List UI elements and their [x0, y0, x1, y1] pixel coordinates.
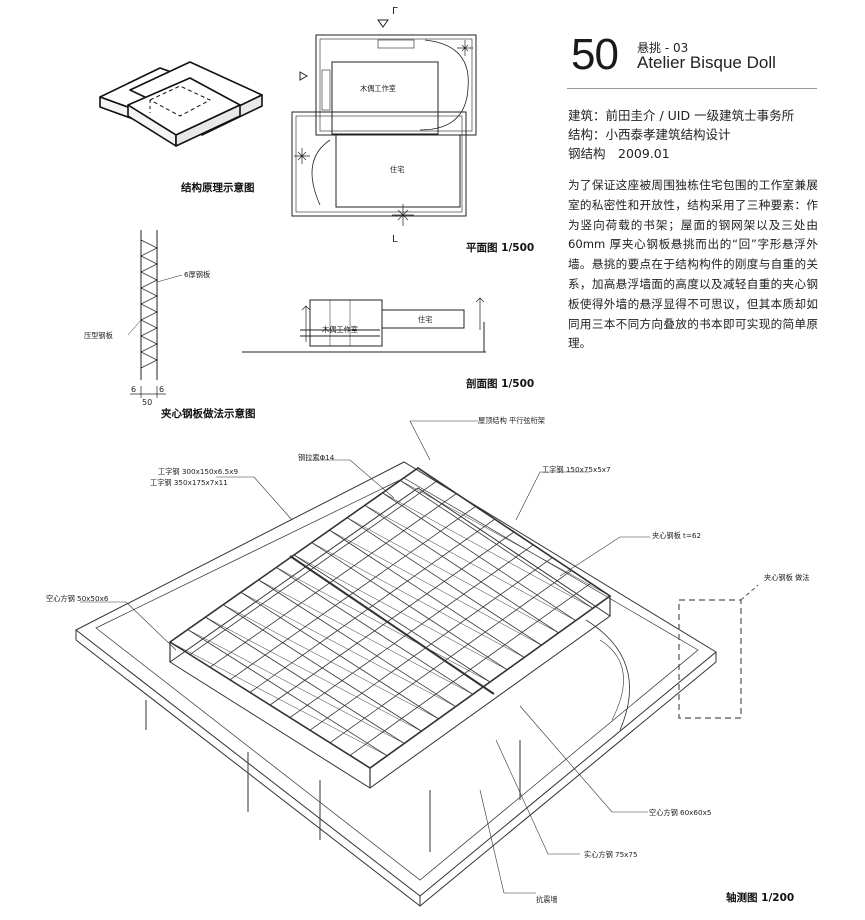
caption-plan: 平面图 1/500: [466, 242, 535, 254]
brace-member: [240, 592, 456, 707]
brace-member: [223, 604, 439, 720]
truss-chord: [349, 582, 592, 756]
axon-drawing: [75, 461, 717, 907]
caption-axon: 轴测图 1/200: [726, 892, 795, 904]
brace-member: [205, 616, 422, 732]
panel-detail: [127, 230, 183, 398]
plan-cut-top: Γ: [392, 6, 398, 17]
header-rule: [567, 88, 817, 89]
section-label-house: 住宅: [418, 315, 433, 324]
axon-label-shear-wall: 抗震墙: [536, 895, 558, 904]
meta-material-year: 钢结构 2009.01: [568, 146, 670, 161]
brace-member: [187, 629, 405, 744]
entry-number: 50: [571, 30, 619, 79]
meta-structure: 结构：小西泰孝建筑结构设计: [568, 127, 731, 142]
truss-chord: [249, 518, 496, 693]
plan-label-house: 住宅: [390, 165, 405, 174]
axon-label-i-beam-3: 工字钢 150x75x5x7: [542, 465, 611, 474]
section-drawing: [242, 297, 486, 353]
plan-drawing: [291, 19, 477, 226]
axon-label-sandwich-detail: 夹心钢板 做法: [764, 573, 810, 582]
meta-block: 建筑：前田圭介 / UID 一级建筑士事务所 结构：小西泰孝建筑结构设计 钢结构…: [568, 106, 794, 163]
caption-concept: 结构原理示意图: [181, 182, 255, 194]
brace-member: [329, 529, 542, 646]
brace-member: [364, 505, 576, 621]
truss-chord: [269, 531, 515, 706]
panel-dim-total: 50: [142, 398, 153, 407]
brace-member: [347, 517, 559, 634]
panel-label-plate: 6厚钢板: [184, 270, 211, 279]
panel-dim-a: 6: [131, 385, 137, 394]
panel-label-deck: 压型钢板: [84, 331, 113, 340]
category-label: 悬挑 - 03: [637, 41, 689, 55]
brace-member: [276, 567, 491, 683]
truss-chord: [189, 480, 438, 655]
brace-member: [293, 554, 508, 670]
truss-chord: [309, 557, 553, 731]
axon-label-roof-truss: 屋顶结构 平行弦桁架: [478, 416, 545, 425]
panel-dim-b: 6: [159, 385, 165, 394]
brace-member: [258, 579, 473, 695]
brace-member: [382, 492, 593, 609]
leader-lines: [80, 420, 650, 894]
axon-label-hollow-1: 空心方钢 50x50x6: [46, 594, 109, 603]
caption-panel: 夹心钢板做法示意图: [161, 408, 256, 420]
brace-member: [311, 542, 525, 658]
axon-label-solid: 实心方钢 75x75: [584, 850, 638, 859]
detail-callout-box: [678, 599, 742, 719]
truss-chord: [329, 570, 572, 744]
truss-chord: [229, 506, 476, 681]
plan-cut-bottom: L: [392, 234, 398, 245]
axon-label-hollow-2: 空心方钢 60x60x5: [649, 808, 712, 817]
truss-chord: [209, 493, 457, 668]
axon-label-sandwich: 夹心钢板 t=62: [652, 531, 702, 540]
brace-member: [400, 480, 611, 597]
brace-member: [169, 641, 388, 756]
truss-chord: [289, 544, 534, 718]
caption-section: 剖面图 1/500: [466, 378, 535, 390]
axon-label-i-beam-2: 工字钢 350x175x7x11: [150, 478, 228, 487]
section-label-atelier: 木偶工作室: [322, 325, 358, 334]
axon-label-tie-rod: 钢拉索Φ14: [298, 453, 335, 462]
meta-architect: 建筑：前田圭介 / UID 一级建筑士事务所: [568, 108, 795, 123]
axon-label-i-beam-1: 工字钢 300x150x6.5x9: [158, 467, 239, 476]
plan-label-atelier: 木偶工作室: [360, 84, 396, 93]
concept-diagram: [99, 61, 263, 147]
project-title: Atelier Bisque Doll: [637, 53, 776, 72]
description-text: 为了保证这座被周围独栋住宅包围的工作室兼展室的私密性和开放性，结构采用了三种要素…: [568, 178, 818, 351]
